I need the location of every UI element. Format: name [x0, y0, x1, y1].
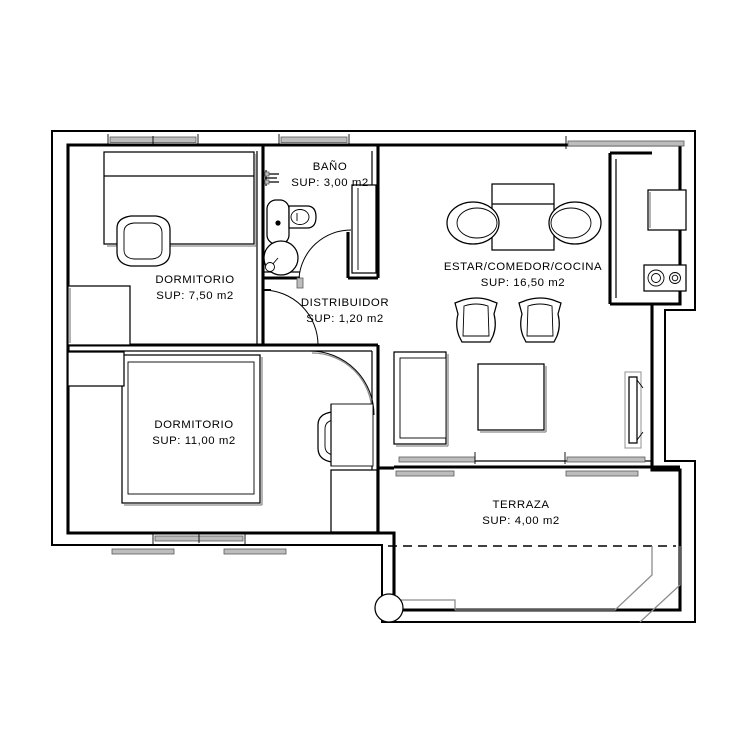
kitchen-wall-return [608, 151, 652, 306]
exterior-wall-outline [51, 130, 696, 623]
room-label-distribuidor: DISTRIBUIDOR SUP: 1,20 m2 [301, 297, 389, 325]
room-label-estar-comedor-cocina: ESTAR/COMEDOR/COCINA SUP: 16,50 m2 [444, 261, 602, 289]
room-label-dormitorio-2: DORMITORIO SUP: 11,00 m2 [152, 419, 236, 447]
door-bathroom [296, 229, 352, 289]
window-right-side [624, 371, 644, 449]
room-name: DORMITORIO [154, 419, 233, 431]
armchair-estar-right [518, 297, 562, 343]
dining-table [491, 183, 555, 251]
door-dormitorio-2 [309, 350, 375, 416]
room-name: BAÑO [313, 160, 347, 173]
room-label-dormitorio-1: DORMITORIO SUP: 7,50 m2 [155, 274, 234, 302]
room-area: SUP: 1,20 m2 [306, 313, 384, 325]
room-name: ESTAR/COMEDOR/COCINA [444, 261, 602, 273]
armchair-estar-left [454, 297, 498, 343]
coffee-table [477, 363, 547, 433]
window-top-bedroom [107, 130, 199, 145]
bathtub [266, 199, 290, 245]
terrace-column [374, 593, 404, 623]
wardrobe-dormitorio-1 [67, 285, 131, 346]
room-area: SUP: 3,00 m2 [291, 177, 369, 189]
dining-chair-right [548, 201, 602, 245]
towel-rail [264, 170, 279, 186]
window-terrace-left [395, 452, 476, 477]
window-terrace-right [564, 452, 646, 477]
bed-double-dormitorio-2 [67, 351, 263, 506]
room-area: SUP: 4,00 m2 [482, 515, 560, 527]
sofa [393, 351, 449, 447]
window-bottom-bedroom [111, 532, 287, 555]
window-top-bathroom [278, 134, 350, 145]
room-name: TERRAZA [492, 499, 549, 511]
room-name: DORMITORIO [155, 274, 234, 286]
shower-cabin [351, 184, 377, 274]
toilet [288, 205, 317, 229]
room-area: SUP: 11,00 m2 [152, 435, 236, 447]
room-area: SUP: 16,50 m2 [481, 277, 565, 289]
window-top-right [565, 136, 685, 149]
kitchen-sink-unit [647, 189, 687, 231]
room-label-bano: BAÑO SUP: 3,00 m2 [291, 160, 369, 189]
armchair-dormitorio-1 [116, 215, 171, 267]
dining-chair-left [446, 201, 500, 245]
armchair-distribuidor [317, 403, 378, 533]
washbasin [263, 240, 299, 276]
room-area: SUP: 7,50 m2 [156, 290, 234, 302]
room-label-terraza: TERRAZA SUP: 4,00 m2 [482, 499, 560, 527]
door-dormitorio-1 [262, 289, 319, 346]
room-name: DISTRIBUIDOR [301, 297, 389, 309]
cooktop-two-burner [643, 264, 687, 292]
